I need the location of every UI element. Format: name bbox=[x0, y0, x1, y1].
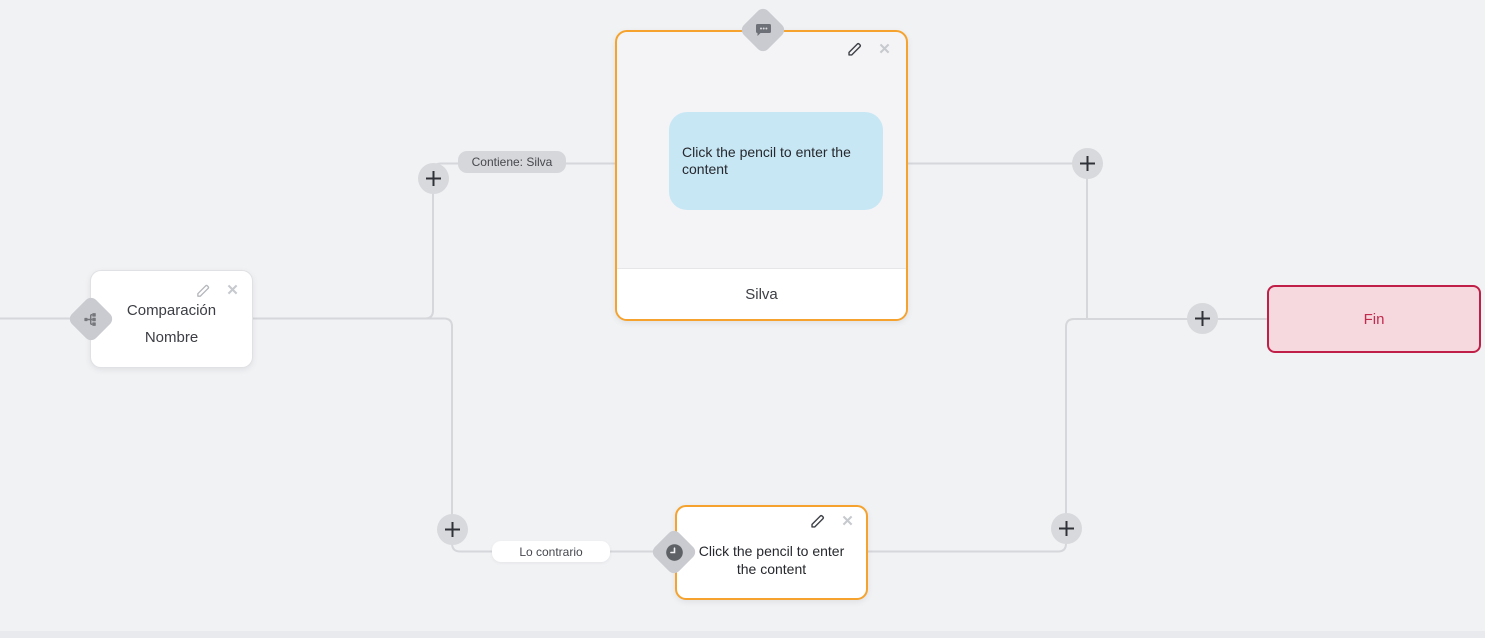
message-preview-text: Click the pencil to enter the content bbox=[682, 144, 851, 177]
delete-node-button[interactable]: ✕ bbox=[224, 282, 241, 299]
close-icon: ✕ bbox=[878, 41, 891, 58]
pencil-icon bbox=[848, 43, 861, 56]
message-node-footer: Silva bbox=[617, 268, 906, 319]
edge-label-otherwise[interactable]: Lo contrario bbox=[492, 541, 610, 562]
close-icon: ✕ bbox=[841, 513, 854, 530]
add-step-button-top-left[interactable] bbox=[418, 163, 449, 194]
node-title-line1: Comparación bbox=[126, 302, 217, 319]
delete-node-button[interactable]: ✕ bbox=[839, 513, 856, 530]
edit-pencil-button[interactable] bbox=[846, 41, 863, 58]
edit-pencil-button[interactable] bbox=[194, 282, 211, 299]
delay-node[interactable]: ✕ Click the pencil to enter the content bbox=[649, 505, 868, 600]
edit-pencil-button[interactable] bbox=[809, 513, 826, 530]
message-node-badge bbox=[738, 5, 788, 55]
clock-icon bbox=[657, 535, 691, 569]
delay-node-text: Click the pencil to enter the content bbox=[698, 542, 845, 577]
condition-node-badge bbox=[66, 294, 116, 344]
condition-node[interactable]: ✕ Comparación Nombre bbox=[66, 270, 253, 368]
delete-node-button[interactable]: ✕ bbox=[876, 41, 893, 58]
edge-label-contains[interactable]: Contiene: Silva bbox=[458, 151, 566, 173]
message-node[interactable]: ✕ Click the pencil to enter the content … bbox=[615, 5, 908, 321]
canvas-bottom-edge bbox=[0, 631, 1485, 638]
end-node-label: Fin bbox=[1363, 310, 1385, 328]
message-preview-bubble: Click the pencil to enter the content bbox=[669, 112, 883, 210]
plus-icon bbox=[1059, 521, 1074, 536]
add-step-button-top-right[interactable] bbox=[1072, 148, 1103, 179]
close-icon: ✕ bbox=[226, 282, 239, 299]
plus-icon bbox=[426, 171, 441, 186]
chat-bubble-icon bbox=[746, 13, 780, 47]
plus-icon bbox=[1195, 311, 1210, 326]
add-step-button-bottom-left[interactable] bbox=[437, 514, 468, 545]
plus-icon bbox=[1080, 156, 1095, 171]
sitemap-icon bbox=[74, 302, 108, 336]
pencil-icon bbox=[811, 515, 824, 528]
delay-node-badge bbox=[649, 527, 699, 577]
add-step-button-bottom-right[interactable] bbox=[1051, 513, 1082, 544]
pencil-icon bbox=[196, 284, 209, 297]
plus-icon bbox=[445, 522, 460, 537]
add-step-button-before-end[interactable] bbox=[1187, 303, 1218, 334]
end-node[interactable]: Fin bbox=[1267, 285, 1481, 353]
node-title-line2: Nombre bbox=[144, 329, 199, 346]
